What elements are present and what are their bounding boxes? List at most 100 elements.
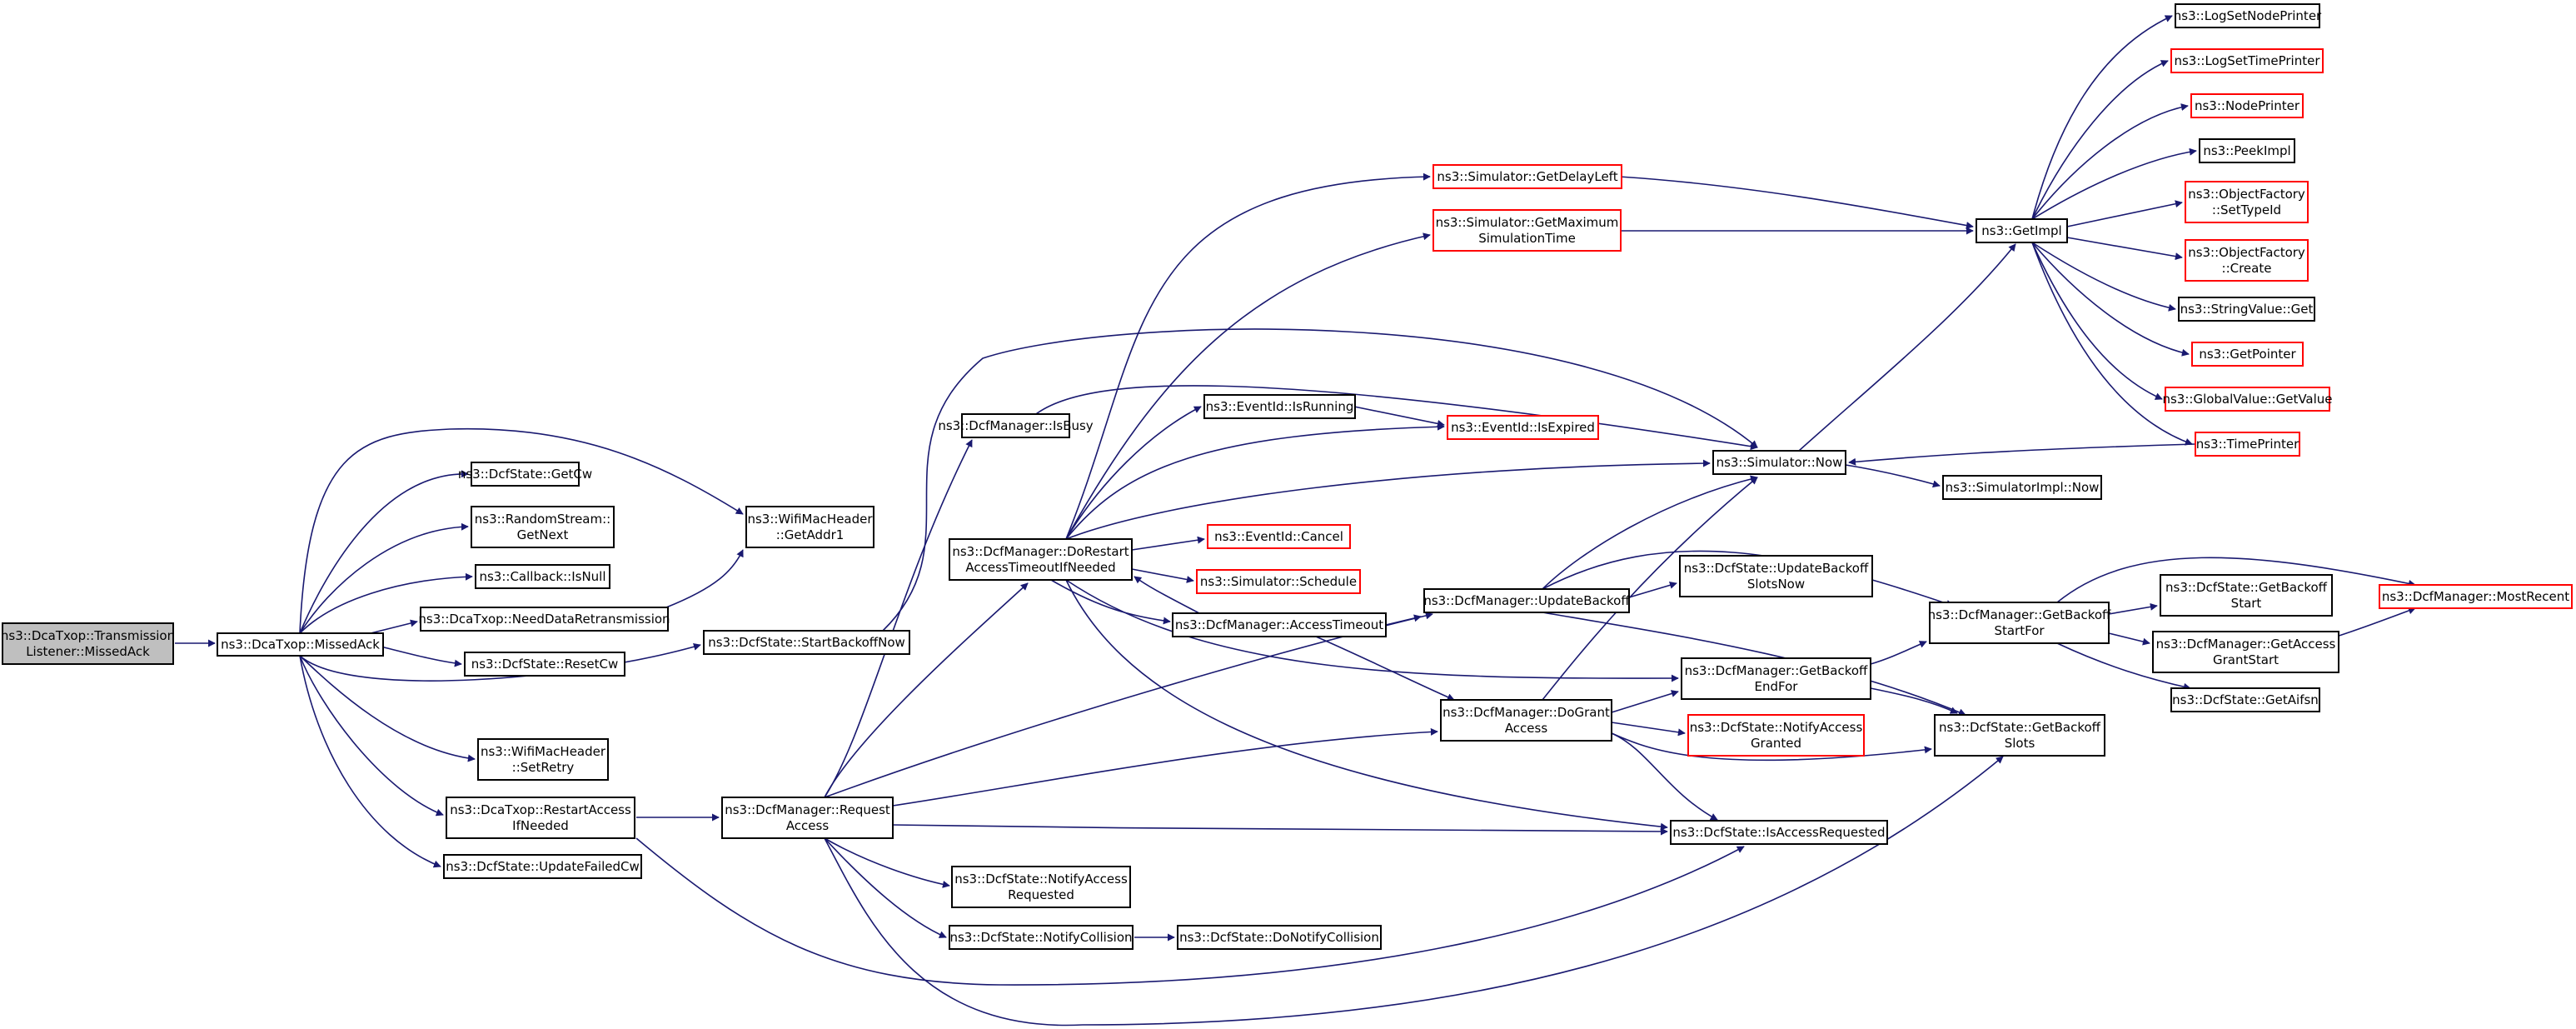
- call-edge: [1870, 641, 1927, 665]
- node-box: [2152, 631, 2339, 673]
- node-isbusy[interactable]: ns3::DcfManager::IsBusy: [938, 413, 1094, 438]
- node-logsettime[interactable]: ns3::LogSetTimePrinter: [2170, 48, 2324, 73]
- call-edge: [824, 612, 1433, 798]
- call-edge: [299, 572, 473, 634]
- node-box: [951, 866, 1131, 908]
- node-label: ::SetRetry: [512, 760, 575, 775]
- node-getdelayleft[interactable]: ns3::Simulator::GetDelayLeft: [1432, 164, 1622, 189]
- node-label: ns3::LogSetTimePrinter: [2174, 53, 2320, 68]
- node-mostrecent[interactable]: ns3::DcfManager::MostRecent: [2379, 584, 2573, 609]
- node-missed[interactable]: ns3::DcaTxop::MissedAck: [217, 632, 384, 657]
- node-cbnull[interactable]: ns3::Callback::IsNull: [475, 564, 610, 589]
- call-edge: [1353, 406, 1445, 427]
- call-edge: [2056, 642, 2191, 691]
- node-label: Start: [2231, 596, 2262, 611]
- node-simimplnow[interactable]: ns3::SimulatorImpl::Now: [1942, 475, 2102, 500]
- call-edge: [1134, 576, 1200, 614]
- node-setretry[interactable]: ns3::WifiMacHeader::SetRetry: [477, 738, 609, 781]
- node-startbackoff[interactable]: ns3::DcfState::StartBackoffNow: [703, 630, 910, 655]
- node-notifycoll[interactable]: ns3::DcfState::NotifyCollision: [949, 925, 1134, 950]
- node-donotifycoll[interactable]: ns3::DcfState::DoNotifyCollision: [1177, 925, 1382, 950]
- node-box: [1976, 218, 2068, 243]
- node-label: ns3::EventId::IsExpired: [1451, 420, 1595, 435]
- node-getaifsn[interactable]: ns3::DcfState::GetAifsn: [2170, 687, 2320, 712]
- node-label: ns3::DcaTxop::MissedAck: [221, 637, 380, 652]
- node-timeprinter[interactable]: ns3::TimePrinter: [2195, 432, 2300, 457]
- node-simnow[interactable]: ns3::Simulator::Now: [1712, 450, 1846, 475]
- node-nodeprinter[interactable]: ns3::NodePrinter: [2190, 93, 2304, 118]
- node-label: SimulationTime: [1478, 231, 1576, 246]
- node-box: [2190, 93, 2304, 118]
- node-box: [1172, 612, 1387, 637]
- node-logsetnode[interactable]: ns3::LogSetNodePrinter: [2174, 3, 2322, 28]
- node-label: EndFor: [1755, 679, 1799, 694]
- call-edge: [1131, 568, 1194, 583]
- node-rsnext[interactable]: ns3::RandomStream::GetNext: [471, 506, 615, 548]
- node-strvalget[interactable]: ns3::StringValue::Get: [2178, 297, 2315, 322]
- node-gvgetvalue[interactable]: ns3::GlobalValue::GetValue: [2162, 387, 2333, 412]
- call-edge: [2056, 557, 2416, 603]
- call-edge: [1065, 579, 1679, 682]
- node-label: ns3::DcfManager::DoGrant: [1442, 705, 1610, 720]
- call-edge: [824, 582, 1029, 798]
- node-resetcw[interactable]: ns3::DcfState::ResetCw: [464, 652, 625, 677]
- node-dorestart[interactable]: ns3::DcfManager::DoRestartAccessTimeoutI…: [949, 538, 1133, 581]
- node-getaddr1[interactable]: ns3::WifiMacHeader::GetAddr1: [745, 506, 874, 548]
- node-box: [1207, 524, 1351, 549]
- node-label: ns3::DcfState::GetBackoff: [1939, 720, 2101, 735]
- call-edge: [2031, 242, 2163, 400]
- call-edge: [635, 837, 1745, 986]
- call-edge: [824, 837, 947, 938]
- node-box: [2178, 297, 2315, 322]
- node-label: ns3::DcfState::StartBackoffNow: [708, 635, 905, 650]
- node-label: ns3::DcfState::GetCw: [458, 467, 592, 482]
- call-edge: [1065, 422, 1445, 540]
- node-needretx[interactable]: ns3::DcaTxop::NeedDataRetransmission: [418, 607, 670, 632]
- call-edge: [1611, 722, 1686, 737]
- call-edge: [1065, 406, 1202, 540]
- node-getimpl[interactable]: ns3::GetImpl: [1976, 218, 2068, 243]
- node-cancel[interactable]: ns3::EventId::Cancel: [1207, 524, 1351, 549]
- call-edge: [1628, 582, 1677, 598]
- call-edge: [824, 837, 950, 888]
- call-edge: [299, 642, 701, 682]
- node-label: ns3::DcfState::GetAifsn: [2172, 692, 2319, 707]
- node-box: [1670, 820, 1888, 845]
- node-getcw[interactable]: ns3::DcfState::GetCw: [458, 462, 592, 487]
- node-getpointer[interactable]: ns3::GetPointer: [2191, 342, 2304, 367]
- call-edge: [299, 655, 441, 868]
- node-isaccreq[interactable]: ns3::DcfState::IsAccessRequested: [1670, 820, 1888, 845]
- node-updbackoff[interactable]: ns3::DcfManager::UpdateBackoff: [1423, 588, 1630, 613]
- node-peekimpl[interactable]: ns3::PeekImpl: [2199, 138, 2295, 163]
- node-box: [2175, 3, 2320, 28]
- node-schedule[interactable]: ns3::Simulator::Schedule: [1196, 569, 1361, 594]
- node-box: [1203, 394, 1356, 419]
- call-edge: [1385, 614, 1422, 626]
- node-ofsettype[interactable]: ns3::ObjectFactory::SetTypeId: [2185, 181, 2309, 223]
- call-edge: [2031, 15, 2173, 220]
- node-box: [1929, 602, 2110, 644]
- node-label: ::Create: [2222, 261, 2272, 276]
- node-ofcreate[interactable]: ns3::ObjectFactory::Create: [2185, 239, 2309, 282]
- node-isexpired[interactable]: ns3::EventId::IsExpired: [1447, 415, 1599, 440]
- node-box: [2185, 239, 2309, 282]
- call-edge: [299, 655, 444, 817]
- node-updfailcw[interactable]: ns3::DcfState::UpdateFailedCw: [443, 854, 642, 879]
- node-acctimeout[interactable]: ns3::DcfManager::AccessTimeout: [1172, 612, 1387, 637]
- node-label: ns3::RandomStream::: [475, 512, 610, 527]
- node-isrunning[interactable]: ns3::EventId::IsRunning: [1203, 394, 1356, 419]
- call-edge: [2031, 147, 2197, 220]
